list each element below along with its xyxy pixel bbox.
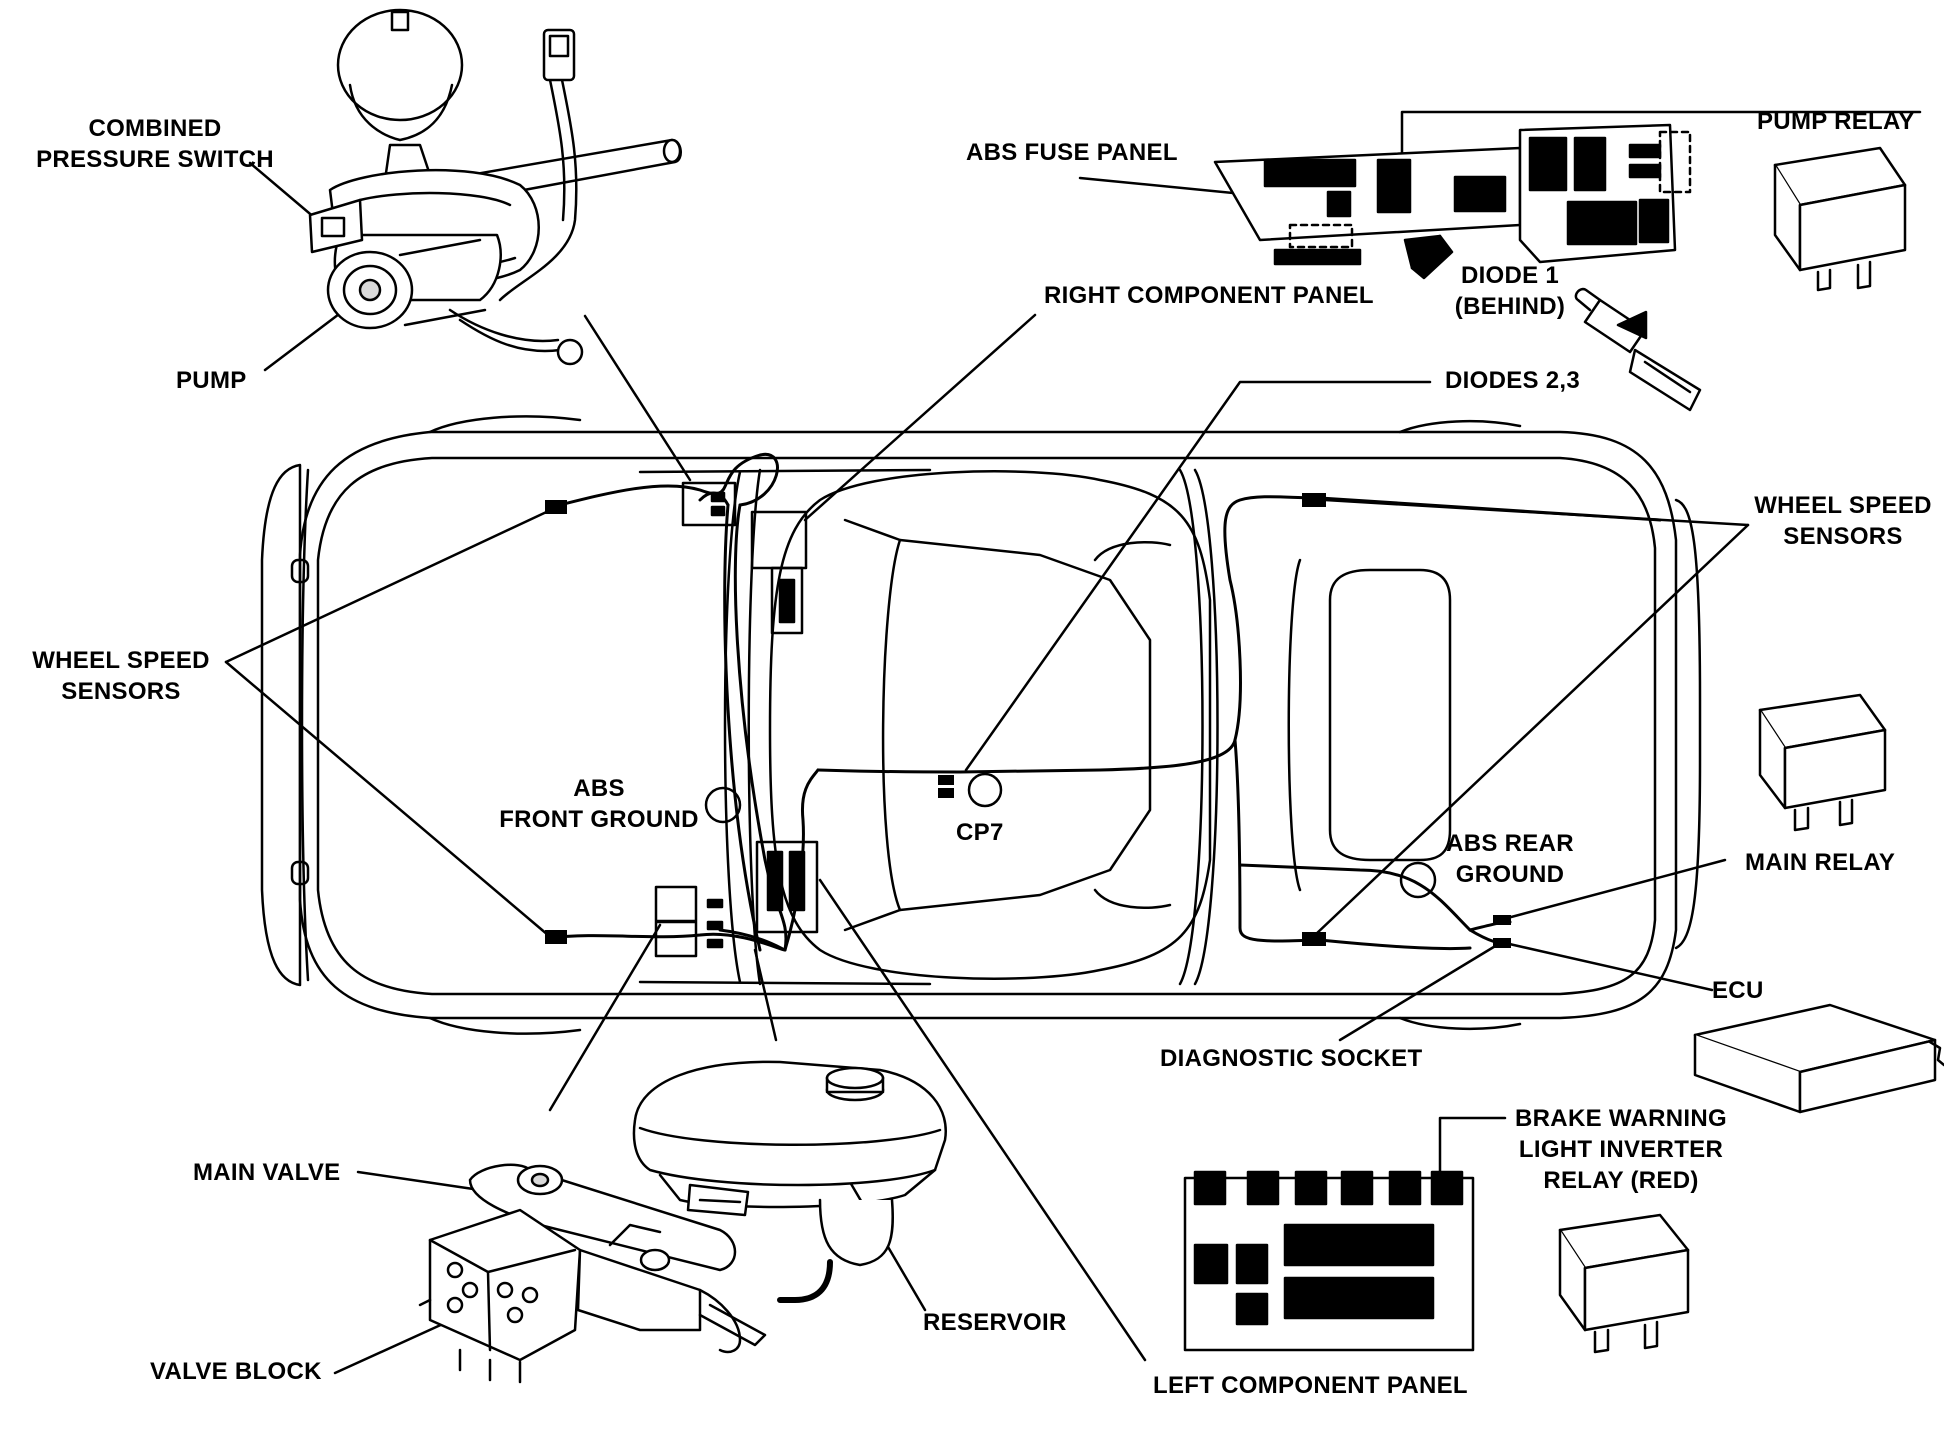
label-wheel-speed-sensors-left: WHEEL SPEED SENSORS <box>32 647 210 705</box>
cp7-marker <box>967 772 1003 808</box>
label-diodes-2-3: DIODES 2,3 <box>1445 367 1581 394</box>
ecu-drawing <box>1693 1003 1944 1114</box>
label-main-valve: MAIN VALVE <box>193 1159 341 1186</box>
label-abs-front-ground: ABS FRONT GROUND <box>499 775 699 833</box>
label-valve-block: VALVE BLOCK <box>150 1358 322 1385</box>
label-abs-fuse-panel: ABS FUSE PANEL <box>966 139 1178 166</box>
pump-relay-drawing <box>1773 146 1907 292</box>
label-pump-relay: PUMP RELAY <box>1757 108 1915 135</box>
label-main-relay: MAIN RELAY <box>1745 849 1896 876</box>
abs-rear-ground-marker <box>1399 861 1437 899</box>
label-brake-warning-relay: BRAKE WARNING LIGHT INVERTER RELAY (RED) <box>1515 1105 1727 1194</box>
left-component-panel-boxes <box>654 840 819 958</box>
wiring-harness <box>546 452 1662 952</box>
diode-drawing <box>1574 287 1702 412</box>
pump-assembly <box>308 8 682 366</box>
label-combined-pressure-switch: COMBINED PRESSURE SWITCH <box>36 115 274 173</box>
leader-lines <box>224 110 1922 1375</box>
label-reservoir: RESERVOIR <box>923 1309 1067 1336</box>
label-abs-rear-ground: ABS REAR GROUND <box>1446 830 1574 888</box>
label-diode-1: DIODE 1 (BEHIND) <box>1454 262 1566 320</box>
brake-warning-relay-drawing <box>1558 1213 1690 1354</box>
main-valve-drawing <box>418 1163 767 1384</box>
label-right-component-panel: RIGHT COMPONENT PANEL <box>1044 282 1374 309</box>
label-diagnostic-socket: DIAGNOSTIC SOCKET <box>1160 1045 1423 1072</box>
label-pump: PUMP <box>176 367 247 394</box>
harness-connectors <box>545 493 1511 948</box>
label-left-component-panel: LEFT COMPONENT PANEL <box>1153 1372 1468 1399</box>
right-component-panel-boxes <box>681 481 808 635</box>
label-ecu: ECU <box>1712 977 1764 1004</box>
label-wheel-speed-sensors-right: WHEEL SPEED SENSORS <box>1754 492 1932 550</box>
left-component-panel-drawing <box>1183 1170 1475 1352</box>
reservoir-drawing <box>632 1060 947 1303</box>
abs-front-ground-marker <box>704 786 742 824</box>
label-cp7: CP7 <box>956 819 1004 846</box>
abs-fuse-panel-drawing <box>1213 123 1692 280</box>
main-relay-drawing <box>1758 693 1887 832</box>
